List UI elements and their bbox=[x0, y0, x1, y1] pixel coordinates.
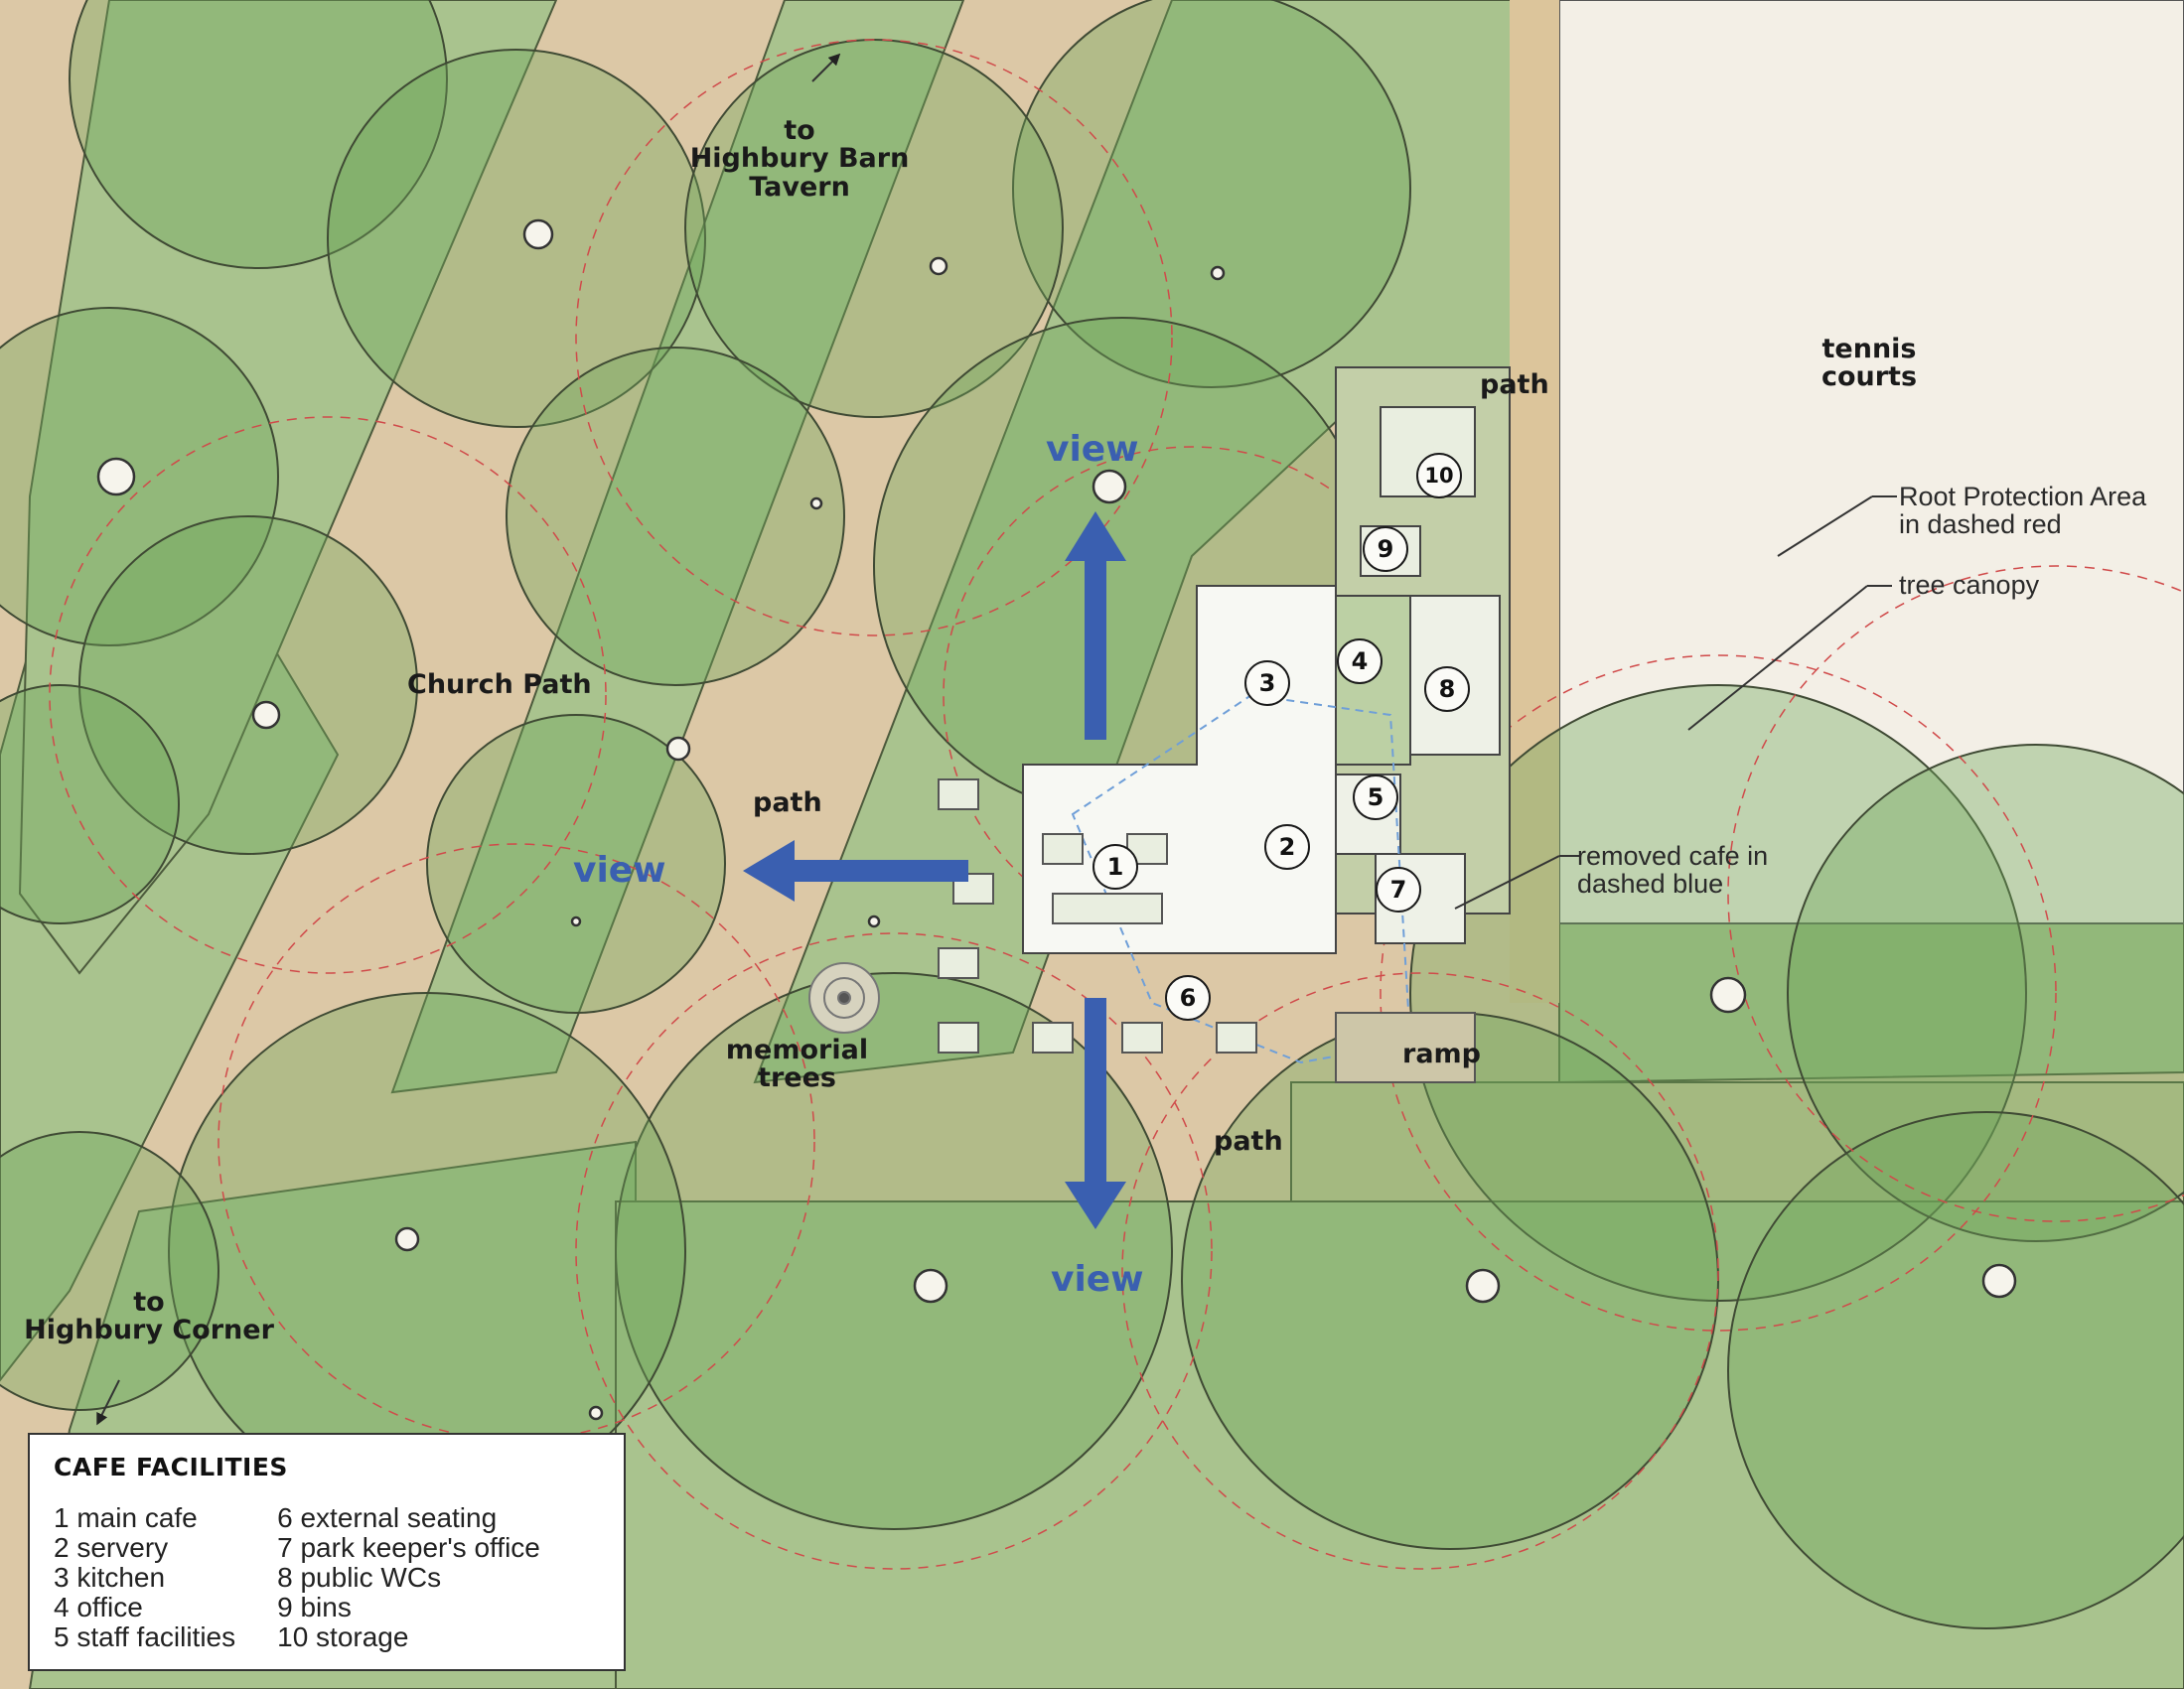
label-highbury-corner: to Highbury Corner bbox=[10, 1287, 288, 1346]
external-seating bbox=[938, 778, 1257, 1054]
label-highbury-barn: to Highbury Barn Tavern bbox=[675, 115, 924, 203]
label-memorial-trees: memorial trees bbox=[725, 1035, 869, 1094]
marker-main-cafe: 1 bbox=[1092, 844, 1138, 890]
view-arrow-west-head bbox=[743, 840, 795, 902]
tennis-courts-area bbox=[1558, 0, 2184, 924]
leader-removed-cafe bbox=[1454, 855, 1560, 910]
legend-item: 2 servery bbox=[54, 1532, 169, 1563]
tree-trunks bbox=[96, 218, 2017, 1421]
label-path-top: path bbox=[1480, 369, 1549, 400]
memorial-trees bbox=[808, 962, 880, 1034]
marker-bins: 9 bbox=[1363, 526, 1408, 572]
marker-public-wcs: 8 bbox=[1424, 666, 1470, 712]
label-removed-cafe-text: removed cafe in dashed blue bbox=[1577, 841, 1769, 900]
legend-box: CAFE FACILITIES 1 main cafe 2 servery 3 … bbox=[28, 1433, 626, 1671]
legend-item: 10 storage bbox=[277, 1621, 409, 1652]
label-highbury-barn-text: to Highbury Barn Tavern bbox=[689, 115, 910, 203]
label-memorial-trees-text: memorial trees bbox=[725, 1035, 869, 1094]
label-root-protection: Root Protection Area in dashed red bbox=[1899, 483, 2146, 539]
legend-item: 9 bins bbox=[277, 1592, 352, 1622]
view-arrow-south bbox=[1085, 998, 1106, 1187]
view-arrow-north-head bbox=[1065, 511, 1126, 561]
legend-item: 5 staff facilities bbox=[54, 1621, 236, 1652]
label-view-north: view bbox=[1046, 429, 1139, 470]
label-root-protection-text: Root Protection Area in dashed red bbox=[1899, 482, 2147, 540]
lawn-strip bbox=[390, 0, 965, 1094]
ramp-structure bbox=[1335, 1012, 1476, 1083]
marker-storage: 10 bbox=[1416, 453, 1462, 498]
lawn-northwest bbox=[18, 0, 558, 975]
label-tree-canopy: tree canopy bbox=[1899, 570, 2040, 600]
legend-column-2: 6 external seating 7 park keeper's offic… bbox=[277, 1503, 540, 1652]
leader-root-protection bbox=[1777, 495, 1873, 557]
legend-item: 4 office bbox=[54, 1592, 143, 1622]
arrow-highbury-corner bbox=[96, 1379, 120, 1426]
leader-lines bbox=[96, 53, 1897, 1426]
label-view-south: view bbox=[1051, 1259, 1144, 1300]
label-removed-cafe: removed cafe in dashed blue bbox=[1577, 842, 1768, 899]
legend-item: 8 public WCs bbox=[277, 1562, 442, 1593]
tree-canopies bbox=[0, 0, 2184, 1629]
legend-column-1: 1 main cafe 2 servery 3 kitchen 4 office… bbox=[54, 1503, 235, 1652]
label-ramp: ramp bbox=[1402, 1039, 1481, 1069]
label-path-left: path bbox=[753, 787, 822, 818]
label-highbury-corner-text: to Highbury Corner bbox=[24, 1287, 274, 1346]
label-path-bottom: path bbox=[1214, 1126, 1283, 1157]
arrow-highbury-barn bbox=[811, 53, 841, 82]
leader-tree-canopy bbox=[1687, 585, 1868, 731]
legend-item: 6 external seating bbox=[277, 1502, 498, 1533]
marker-external-seating: 6 bbox=[1165, 975, 1211, 1021]
label-tennis-courts: tennis courts bbox=[1810, 334, 1929, 393]
marker-office: 4 bbox=[1337, 638, 1383, 684]
label-view-west: view bbox=[573, 850, 666, 891]
label-church-path: Church Path bbox=[407, 669, 592, 700]
legend-title: CAFE FACILITIES bbox=[54, 1453, 288, 1481]
view-arrow-west bbox=[790, 860, 968, 882]
label-tennis-courts-text: tennis courts bbox=[1820, 334, 1918, 393]
legend-columns: 1 main cafe 2 servery 3 kitchen 4 office… bbox=[54, 1503, 600, 1652]
legend-item: 1 main cafe bbox=[54, 1502, 198, 1533]
view-arrow-north bbox=[1085, 556, 1106, 740]
marker-servery: 2 bbox=[1264, 824, 1310, 870]
view-arrows bbox=[743, 511, 1126, 1229]
marker-kitchen: 3 bbox=[1244, 660, 1290, 706]
lawn-path-south bbox=[1290, 1081, 2184, 1202]
view-arrow-south-head bbox=[1065, 1182, 1126, 1229]
legend-item: 3 kitchen bbox=[54, 1562, 166, 1593]
marker-park-keeper-office: 7 bbox=[1376, 867, 1421, 913]
marker-staff-facilities: 5 bbox=[1353, 774, 1398, 820]
east-path bbox=[1510, 0, 1559, 1003]
legend-item: 7 park keeper's office bbox=[277, 1532, 540, 1563]
